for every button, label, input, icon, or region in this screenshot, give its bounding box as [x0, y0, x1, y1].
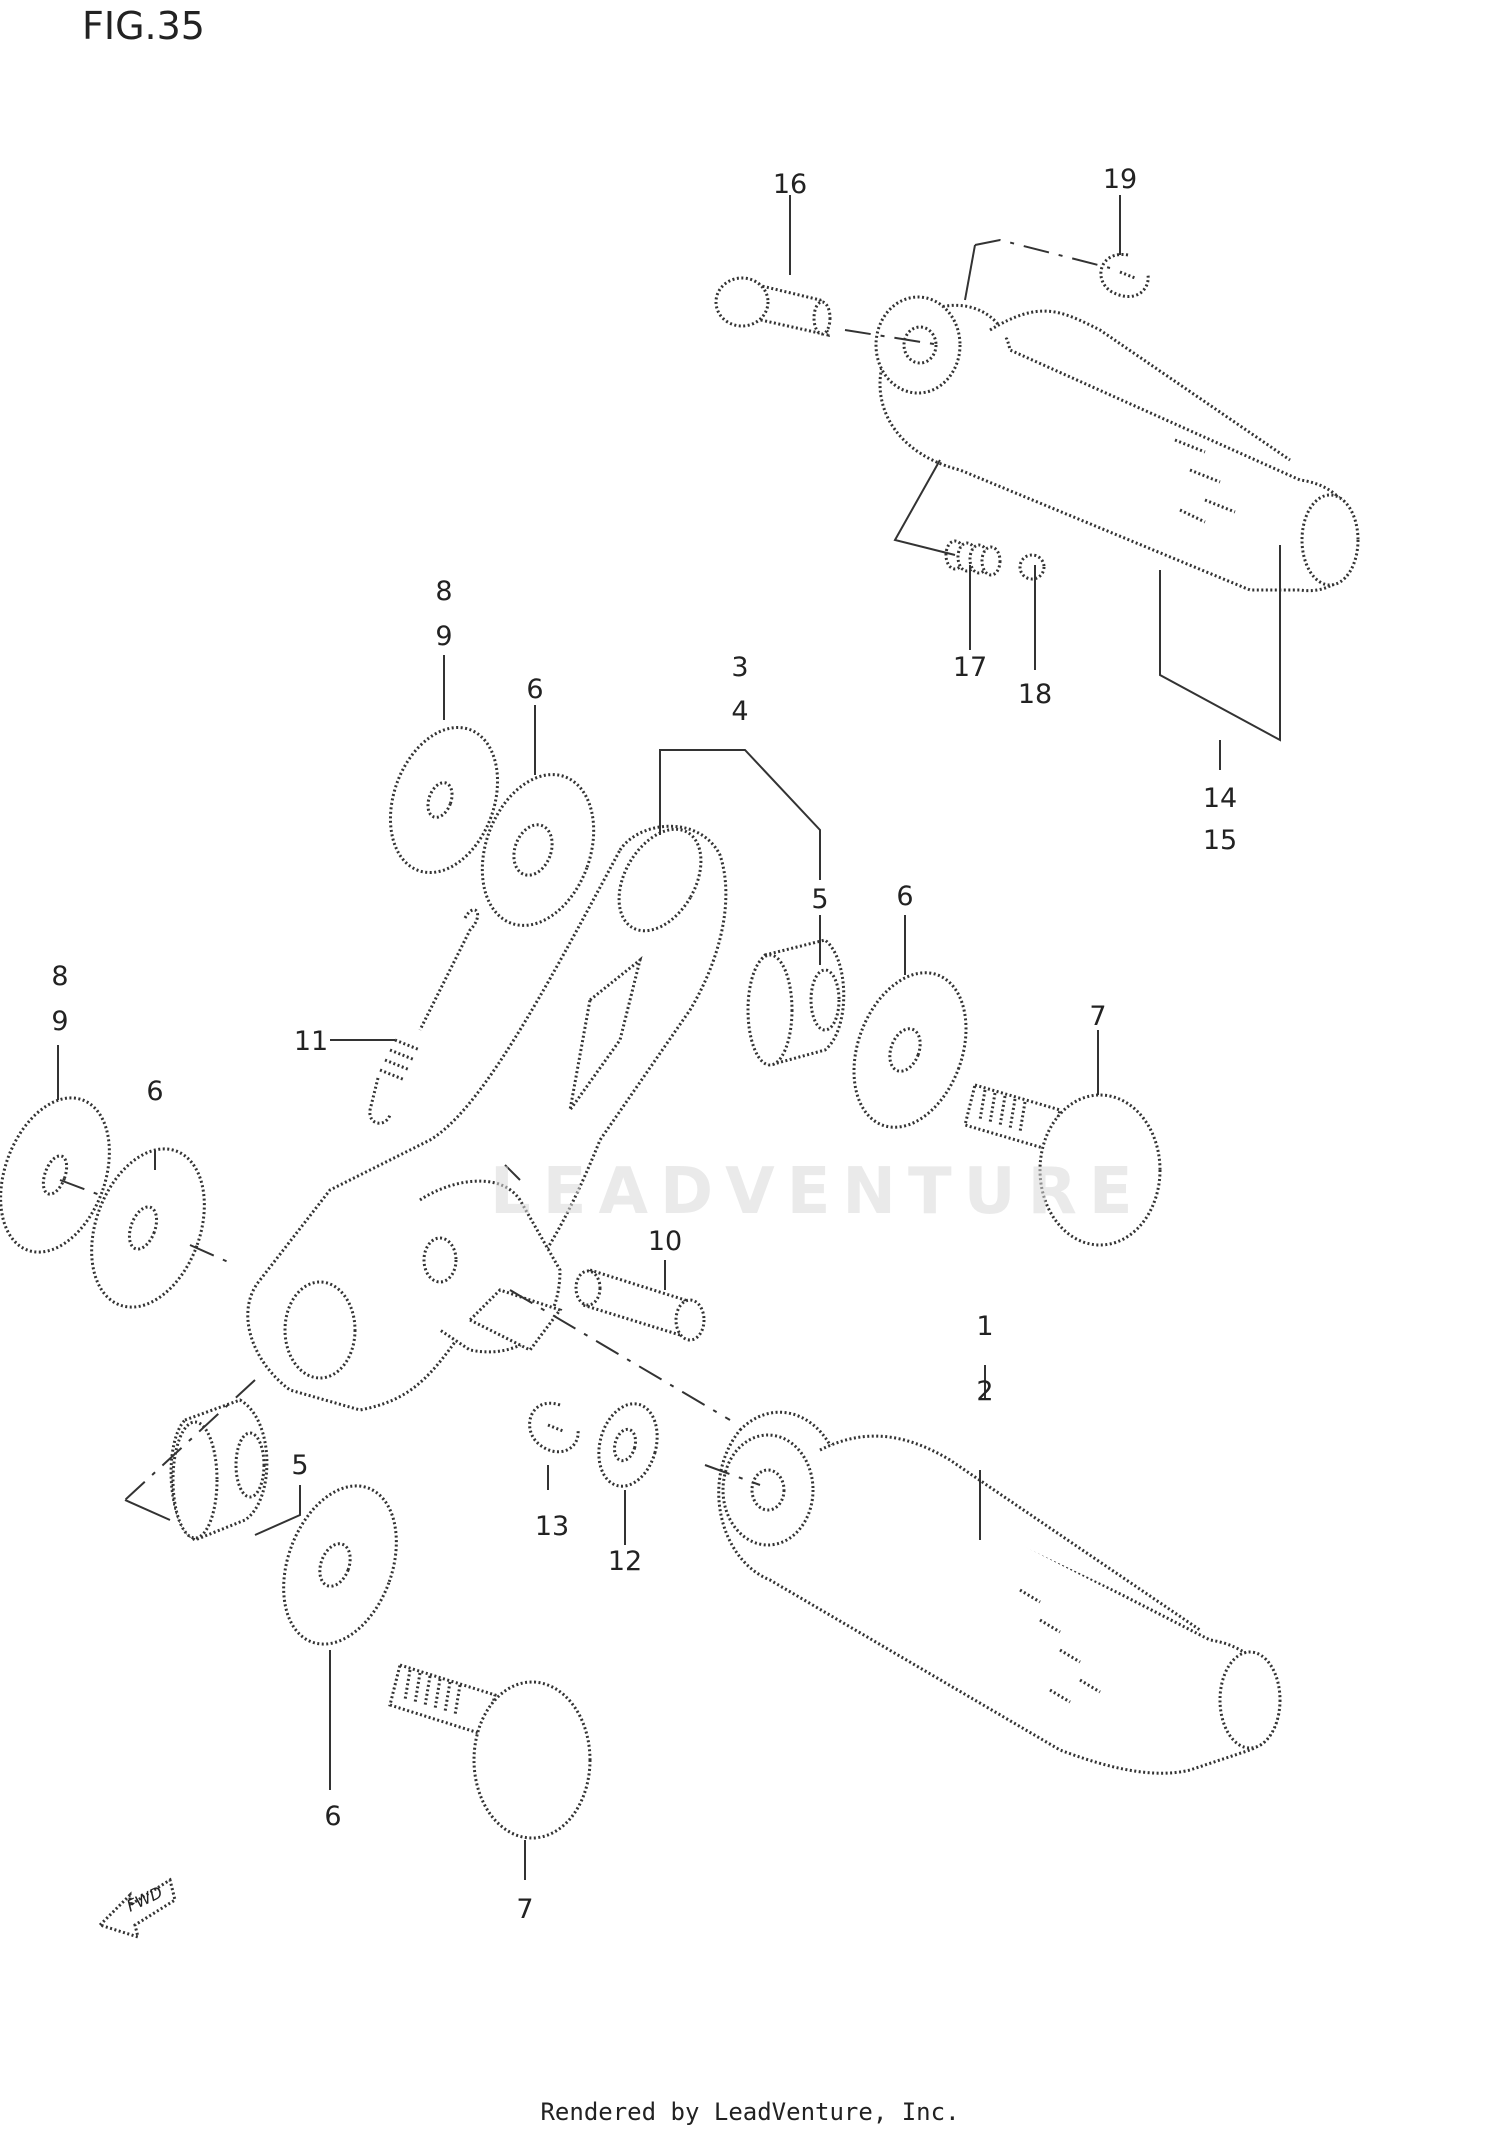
footer-credit: Rendered by LeadVenture, Inc.: [540, 2098, 960, 2126]
callout-6: 6: [146, 1076, 163, 1107]
callout-7: 7: [516, 1894, 533, 1925]
washer-6-upper: [480, 773, 596, 927]
callout-16: 16: [773, 169, 807, 200]
leader-lines: [57, 195, 1281, 1880]
spring-17: [944, 539, 1002, 577]
watermark: LEADVENTURE: [490, 1155, 1145, 1229]
pin-10: [574, 1268, 706, 1342]
washer-6-lower: [282, 1484, 398, 1646]
e-clip-19: [1099, 252, 1150, 299]
callout-1: 1: [976, 1311, 993, 1342]
callout-19: 19: [1103, 164, 1137, 195]
callout-12: 12: [608, 1546, 642, 1577]
callout-labels: 16 19 17 18 14 15 8 9 6 3 4 5 6 7 8 9 6 …: [51, 164, 1237, 1925]
washer-8-9-upper: [388, 725, 500, 875]
callout-18: 18: [1018, 679, 1052, 710]
callout-8: 8: [51, 961, 68, 992]
bolt-7-upper: [963, 1083, 1162, 1247]
callout-4: 4: [731, 696, 748, 727]
collar-5-lower: [169, 1398, 269, 1542]
lower-footpeg: [717, 1410, 1282, 1775]
callout-5: 5: [811, 884, 828, 915]
callout-9: 9: [51, 1006, 68, 1037]
forward-arrow-icon: FWD: [97, 1877, 177, 1940]
washer-6-left: [90, 1147, 206, 1309]
callout-14: 14: [1203, 783, 1237, 814]
ball-18: [1018, 553, 1046, 581]
spring-11: [368, 908, 480, 1125]
callout-6: 6: [896, 881, 913, 912]
callout-10: 10: [648, 1226, 682, 1257]
callout-15: 15: [1203, 825, 1237, 856]
figure-title: FIG.35: [82, 4, 205, 48]
bolt-7-lower: [388, 1663, 592, 1840]
washer-6-mid-right: [852, 971, 968, 1129]
callout-2: 2: [976, 1376, 993, 1407]
pin-16: [714, 276, 832, 337]
collar-5-upper: [746, 938, 846, 1067]
callout-5: 5: [291, 1450, 308, 1481]
washer-8-9-left: [0, 1096, 111, 1254]
callout-17: 17: [953, 652, 987, 683]
callout-8: 8: [435, 576, 452, 607]
washer-12: [597, 1402, 659, 1488]
e-clip-13: [528, 1401, 580, 1454]
callout-7: 7: [1089, 1001, 1106, 1032]
footrest-bracket: [246, 824, 728, 1412]
callout-13: 13: [535, 1511, 569, 1542]
upper-footpeg: [874, 295, 1360, 593]
callout-3: 3: [731, 652, 748, 683]
callout-6: 6: [324, 1801, 341, 1832]
callout-6: 6: [526, 674, 543, 705]
callout-11: 11: [294, 1026, 328, 1057]
callout-9: 9: [435, 621, 452, 652]
